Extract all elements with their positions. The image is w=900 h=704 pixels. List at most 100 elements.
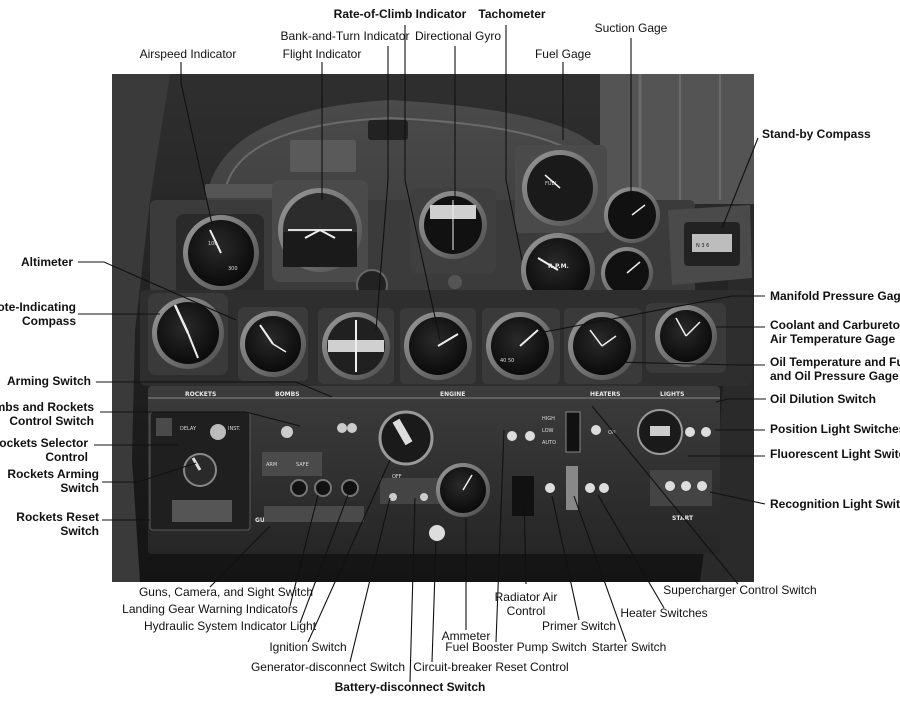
callout-line: Air Temperature Gage bbox=[770, 332, 895, 346]
callout-line: Guns, Camera, and Sight Switch bbox=[139, 585, 313, 599]
callout-line: Supercharger Control Switch bbox=[663, 583, 816, 597]
panel-label-bombs: BOMBS bbox=[275, 391, 300, 398]
panel-label-engine: ENGINE bbox=[440, 391, 465, 398]
callout-label-hydraulic-system-indicator-light: Hydraulic System Indicator Light bbox=[144, 619, 317, 633]
callout-line: Ammeter bbox=[442, 629, 491, 643]
leader-line-tachometer bbox=[505, 25, 523, 261]
callout-fuel-booster-pump-switch: Fuel Booster Pump Switch bbox=[445, 429, 587, 654]
lights-switch-group bbox=[637, 409, 712, 506]
callout-position-light-switches: Position Light Switches bbox=[715, 422, 900, 436]
callout-primer-switch: Primer Switch bbox=[542, 495, 616, 633]
leader-line-radiator-air-control bbox=[523, 496, 527, 585]
callout-label-battery-disconnect-switch: Battery-disconnect Switch bbox=[335, 680, 486, 694]
callout-label-tachometer: Tachometer bbox=[478, 7, 545, 21]
callout-line: Fuel Booster Pump Switch bbox=[445, 640, 586, 654]
manifold-pressure-gauge: 40 50 bbox=[482, 308, 560, 384]
callout-label-rate-of-climb-indicator: Rate-of-Climb Indicator bbox=[334, 7, 467, 21]
callout-line: Recognition Light Switches bbox=[770, 497, 900, 511]
callout-line: Manifold Pressure Gage bbox=[770, 289, 900, 303]
leader-line-primer-switch bbox=[551, 495, 580, 621]
ammeter-gauge bbox=[436, 463, 490, 517]
panel-label-heaters: HEATERS bbox=[590, 391, 620, 398]
callout-battery-disconnect-switch: Battery-disconnect Switch bbox=[335, 497, 486, 694]
leader-line-generator-disconnect-switch bbox=[349, 497, 391, 663]
callout-suction-gage: Suction Gage bbox=[595, 21, 668, 203]
callout-label-guns-camera-sight-switch: Guns, Camera, and Sight Switch bbox=[139, 585, 313, 599]
ignition-off-label: OFF bbox=[392, 474, 402, 480]
callout-hydraulic-system-indicator-light: Hydraulic System Indicator Light bbox=[144, 494, 349, 633]
leader-line-stand-by-compass bbox=[721, 137, 759, 229]
placard-upper bbox=[290, 140, 356, 172]
cockpit-frame-left bbox=[112, 74, 170, 582]
callout-label-heater-switches: Heater Switches bbox=[620, 606, 707, 620]
callout-supercharger-control-switch: Supercharger Control Switch bbox=[591, 405, 817, 597]
leader-line-hydraulic-system-indicator-light bbox=[299, 494, 349, 624]
callout-line: Fluorescent Light Switch bbox=[770, 447, 900, 461]
callout-label-airspeed-indicator: Airspeed Indicator bbox=[140, 47, 237, 61]
callout-label-starter-switch: Starter Switch bbox=[592, 640, 667, 654]
placard-tail-wheel bbox=[205, 184, 275, 198]
callout-label-altimeter: Altimeter bbox=[21, 255, 73, 269]
callout-stand-by-compass: Stand-by Compass bbox=[721, 127, 871, 229]
oil-temp-pressure-gauge bbox=[564, 308, 642, 384]
leader-line-airspeed-indicator bbox=[180, 62, 213, 225]
callout-line: Compass bbox=[22, 314, 76, 328]
callout-airspeed-indicator: Airspeed Indicator bbox=[140, 47, 237, 225]
callout-label-position-light-switches: Position Light Switches bbox=[770, 422, 900, 436]
callout-line: Rate-of-Climb Indicator bbox=[334, 7, 467, 21]
small-gauge-right bbox=[601, 247, 653, 299]
leader-line-manifold-pressure-gage bbox=[543, 295, 765, 333]
panel-label-rockets: ROCKETS bbox=[185, 391, 216, 398]
callout-line: Coolant and Carburetor bbox=[770, 318, 900, 332]
callout-oil-dilution-switch: Oil Dilution Switch bbox=[715, 392, 876, 406]
callout-label-bank-and-turn-indicator: Bank-and-Turn Indicator bbox=[281, 29, 410, 43]
remote-indicating-compass-gauge bbox=[148, 293, 228, 375]
callout-line: Altimeter bbox=[21, 255, 73, 269]
suction-gage-gauge bbox=[604, 187, 660, 243]
svg-text:40 50: 40 50 bbox=[500, 358, 514, 364]
callout-line: Oil Temperature and Fuel bbox=[770, 355, 900, 369]
callout-line: Bombs and Rockets bbox=[0, 400, 94, 414]
callout-line: Switch bbox=[60, 524, 99, 538]
tachometer-gauge: R.P.M. bbox=[512, 233, 604, 308]
directional-gyro-gauge bbox=[410, 188, 496, 274]
leader-line-oil-dilution-switch bbox=[715, 398, 766, 403]
panel-label-start: START bbox=[672, 515, 694, 522]
leader-line-rockets-arming-switch bbox=[102, 462, 197, 483]
callout-label-arming-switch: Arming Switch bbox=[7, 374, 91, 388]
callout-line: Remote-Indicating bbox=[0, 300, 76, 314]
callout-line: Bank-and-Turn Indicator bbox=[281, 29, 410, 43]
callout-line: Generator-disconnect Switch bbox=[251, 660, 405, 674]
svg-text:300: 300 bbox=[228, 266, 238, 272]
supercharger-auto-label: AUTO bbox=[542, 440, 556, 446]
callout-label-fuel-gage: Fuel Gage bbox=[535, 47, 591, 61]
callout-guns-camera-sight-switch: Guns, Camera, and Sight Switch bbox=[139, 525, 313, 599]
svg-text:FUEL: FUEL bbox=[545, 181, 558, 187]
altimeter-gauge bbox=[238, 307, 308, 381]
callout-line: Directional Gyro bbox=[415, 29, 501, 43]
callout-label-ammeter: Ammeter bbox=[442, 629, 491, 643]
callout-arming-switch: Arming Switch bbox=[7, 374, 333, 398]
callout-line: Position Light Switches bbox=[770, 422, 900, 436]
leader-line-heater-switches bbox=[597, 494, 665, 609]
bank-and-turn-gauge bbox=[318, 308, 394, 384]
callout-line: Hydraulic System Indicator Light bbox=[144, 619, 317, 633]
callout-directional-gyro: Directional Gyro bbox=[415, 29, 501, 200]
stand-by-compass-unit: N 3 6 bbox=[668, 205, 752, 285]
callout-label-ignition-switch: Ignition Switch bbox=[269, 640, 346, 654]
leader-line-ignition-switch bbox=[307, 459, 391, 643]
leader-line-bombs-rockets-control-switch bbox=[100, 411, 301, 427]
leader-line-fuel-booster-pump-switch bbox=[495, 429, 505, 643]
callout-line: Landing Gear Warning Indicators bbox=[122, 602, 298, 616]
callout-label-circuit-breaker-reset-control: Circuit-breaker Reset Control bbox=[413, 660, 568, 674]
bombs-safe-label: SAFE bbox=[296, 462, 309, 468]
